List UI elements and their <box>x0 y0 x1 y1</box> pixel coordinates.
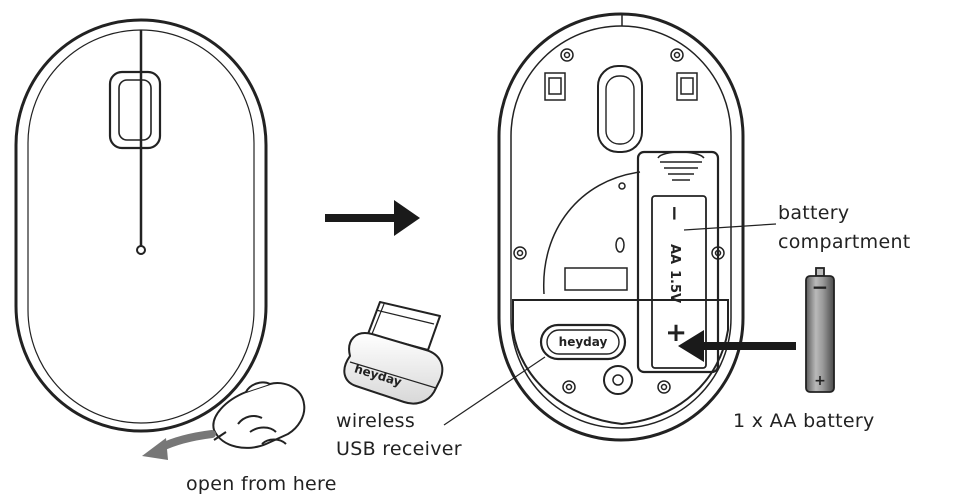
usb-receiver-label-line2: USB receiver <box>336 438 462 460</box>
mouse-top-outline <box>14 18 268 433</box>
compartment-size-mark: AA <box>667 244 682 264</box>
curved-arrow-icon <box>142 430 216 460</box>
mouse-seam-end <box>136 245 146 255</box>
arrow-right-icon <box>325 200 420 236</box>
usb-receiver-leader-line <box>443 356 546 426</box>
usb-receiver-label-line1: wireless <box>336 410 415 432</box>
battery-plus-mark: + <box>814 373 826 389</box>
aa-battery-icon <box>805 267 835 393</box>
open-hint-label: open from here <box>186 473 337 495</box>
compartment-voltage-mark: 1.5V <box>667 270 682 303</box>
usb-receiver-icon <box>343 301 444 405</box>
battery-minus-mark: − <box>812 275 829 299</box>
battery-compartment-label-line1: battery <box>778 202 849 224</box>
battery-compartment-label-line2: compartment <box>778 231 911 253</box>
scroll-wheel-housing <box>108 70 162 150</box>
battery-compartment-leader-line <box>683 223 777 231</box>
mouse-bottom-view <box>497 12 745 442</box>
hand-icon <box>212 381 306 449</box>
battery-label: 1 x AA battery <box>733 410 875 432</box>
compartment-plus-mark: + <box>661 322 691 344</box>
mouse-top-view <box>14 18 268 433</box>
compartment-minus-mark: − <box>663 205 687 222</box>
mouse-bottom-outline <box>497 12 745 442</box>
compartment-markings: AA 1.5V + − <box>661 205 691 344</box>
arrow-left-icon <box>678 330 796 362</box>
mouse-brand-badge: heyday <box>559 335 608 349</box>
scroll-wheel <box>118 79 152 141</box>
